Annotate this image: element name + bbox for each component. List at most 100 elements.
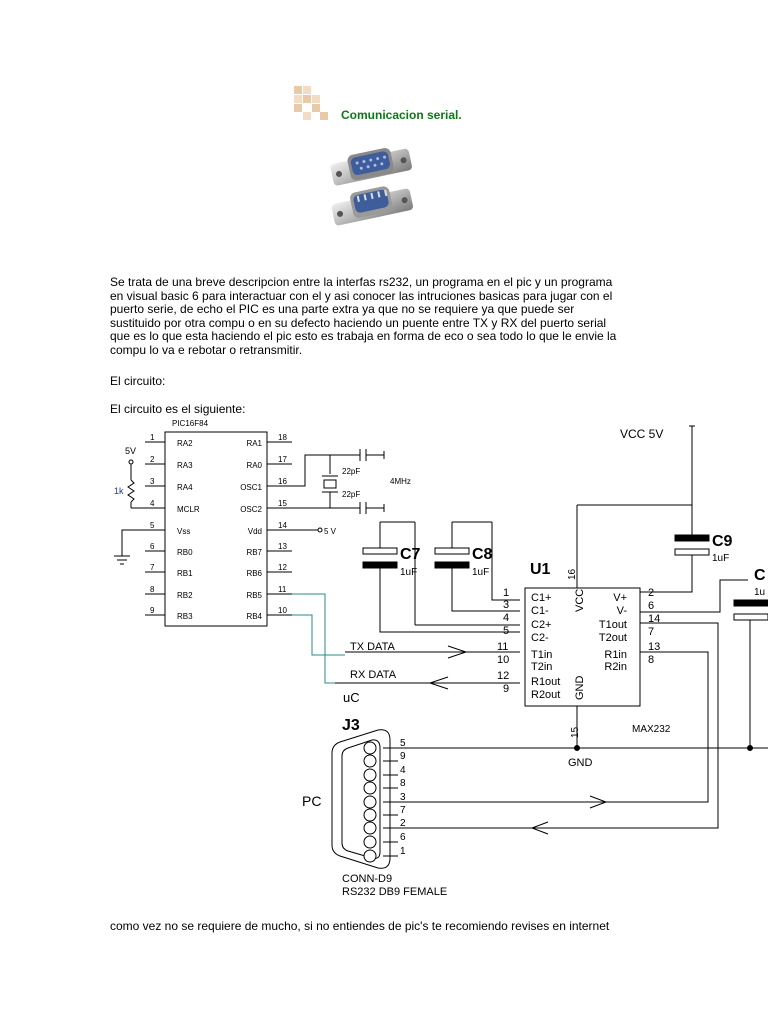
pic-pin-label: OSC2 [240,505,262,514]
page-title: Comunicacion serial. [341,108,462,122]
max-pin-num: 6 [648,600,654,612]
conn-pin-num: 9 [400,751,406,762]
pic-pin-num: 6 [150,542,155,551]
max-pin-num: 1 [503,587,509,599]
max-pin-num: 9 [503,683,509,695]
max-pin-label: T2out [599,632,627,644]
max-pin-num: 4 [503,612,509,624]
db9-connectors-image [330,148,413,226]
intro-paragraph: Se trata de una breve descripcion entre … [110,275,670,358]
cap-c-value: 1u [754,587,765,598]
conn-pin-num: 1 [400,846,406,857]
pic-pin-num: 9 [150,606,155,615]
max-pin-num: 10 [497,654,509,666]
cap-22pf-label: 22pF [342,490,360,499]
vdd-net-label: 5 V [324,527,337,536]
pic-pin-num: 18 [278,433,287,442]
max-pin-num: 3 [503,599,509,611]
max-ref: U1 [530,561,551,578]
pic-pin-label: RB7 [246,548,262,557]
max232-chip-body [524,587,641,707]
max-pin-num: 2 [648,587,654,599]
max-gnd-side-label: GND [574,676,586,701]
max-pin-num: 14 [648,613,660,625]
max-pin-num: 7 [648,626,654,638]
pic-pin-num: 17 [278,455,287,464]
pic-pin-label: RB5 [246,591,262,600]
pic-pin-num: 7 [150,563,155,572]
max-part-label: MAX232 [632,724,671,735]
max-pin-label: T2in [531,661,552,673]
cap-c9-value: 1uF [712,553,729,564]
cap-c7-value: 1uF [400,567,417,578]
max-pin-label: R2in [604,661,627,673]
max-pin-label: C2- [531,632,549,644]
pic-pin-num: 8 [150,585,155,594]
max-pin-num: 13 [648,641,660,653]
max-pin-label: C1- [531,605,549,617]
pic-pin-label: RB6 [246,569,262,578]
pic-pin-num: 3 [150,477,155,486]
max-pin-num: 5 [503,625,509,637]
pic-pin-label: RB4 [246,612,262,621]
max-vcc-label: VCC [574,589,586,612]
max-pin-label: C2+ [531,619,552,631]
max-pin-num: 12 [497,670,509,682]
intro-line: compu lo va e rebotar o retransmitir. [110,342,303,357]
pic-pin-num: 15 [278,499,287,508]
pic-pin-num: 10 [278,606,287,615]
intro-line: Se trata de una breve descripcion entre … [110,275,613,289]
v5-label: 5V [125,446,136,456]
conn-pin-num: 2 [400,818,406,829]
pic-pin-label: Vdd [248,527,262,536]
cap-c7-name: C7 [400,546,421,563]
intro-line: sustituido por otra compu o en su defect… [110,315,607,330]
pattern-logo-icon [294,86,328,120]
gnd-label: GND [568,757,593,769]
intro-line: que es lo que esta haciendo el pic esto … [110,329,617,344]
conn-pin-num: 5 [400,738,406,749]
cap-22pf-label: 22pF [342,467,360,476]
pic-pin-num: 1 [150,433,155,442]
circuit-schematic: PIC16F84 1 2 3 4 5 6 7 8 9 RA2 RA3 RA4 M… [114,419,768,898]
max-pin-label: R2out [531,689,560,701]
max-pin-label: T1in [531,649,552,661]
max-pin-num: 11 [497,641,508,653]
footer-text: como vez no se requiere de mucho, si no … [110,919,610,933]
pic-pin-label: RB2 [177,591,193,600]
pic-pin-label: RA1 [246,439,262,448]
intro-line: en visual basic 6 para interactuar con e… [110,288,613,303]
pic-chip-body [164,431,268,627]
circuit-heading: El circuito: [110,374,166,388]
max-pin-label: T1out [599,619,627,631]
pic-pin-num: 14 [278,521,287,530]
connector-part-label: CONN-D9 [342,873,392,885]
rx-data-label: RX DATA [350,669,397,681]
conn-pin-num: 6 [400,832,406,843]
resistor-label: 1k [114,486,124,496]
pic-pin-label: RB0 [177,548,193,557]
connector-ref: J3 [342,717,360,734]
max-pin-num: 8 [648,654,654,666]
max-vcc-pin: 16 [567,568,578,580]
cap-c8-value: 1uF [472,567,489,578]
tx-data-label: TX DATA [350,641,395,653]
conn-pin-num: 7 [400,805,406,816]
pic-pin-label: RA2 [177,439,193,448]
pic-pin-num: 11 [278,585,287,594]
pic-pin-label: MCLR [177,505,200,514]
max-pin-label: R1in [604,649,627,661]
cap-c-name: C [754,567,766,584]
max-pin-label: C1+ [531,592,552,604]
pic-name: PIC16F84 [172,419,209,428]
pic-pin-num: 13 [278,542,287,551]
pic-pin-label: RB3 [177,612,193,621]
max-pin-label: V+ [613,592,627,604]
vcc-label: VCC 5V [620,427,663,441]
cap-c8-name: C8 [472,546,493,563]
max-gnd-pin: 15 [570,726,581,738]
intro-line: puerto serie, de echo el PIC es una part… [110,302,575,317]
circuit-intro: El circuito es el siguiente: [110,402,246,416]
pic-pin-label: RA0 [246,461,262,470]
pic-pin-num: 5 [150,521,155,530]
